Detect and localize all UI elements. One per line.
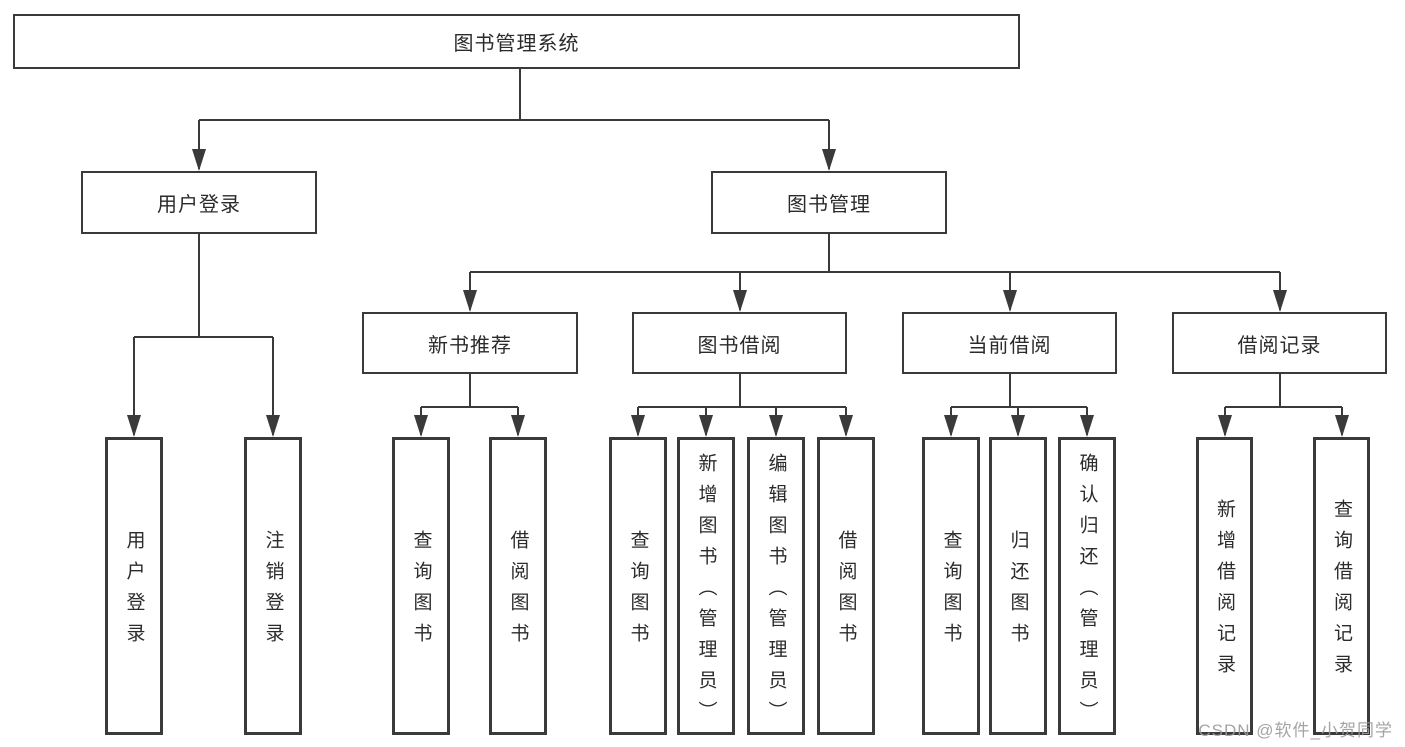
node-library-management-system: 图书管理系统 — [13, 14, 1020, 69]
leaf-add-book-admin: 新增图书（管理员） — [677, 437, 735, 735]
node-book-borrow: 图书借阅 — [632, 312, 847, 374]
leaf-logout: 注销登录 — [244, 437, 302, 735]
leaf-confirm-return-admin: 确认归还（管理员） — [1058, 437, 1116, 735]
node-user-login: 用户登录 — [81, 171, 317, 234]
leaf-query-book-borrow: 查询图书 — [609, 437, 667, 735]
node-book-management: 图书管理 — [711, 171, 947, 234]
leaf-user-login: 用户登录 — [105, 437, 163, 735]
node-new-book-recommend: 新书推荐 — [362, 312, 578, 374]
leaf-edit-book-admin: 编辑图书（管理员） — [747, 437, 805, 735]
node-current-borrow: 当前借阅 — [902, 312, 1117, 374]
leaf-query-book-current: 查询图书 — [922, 437, 980, 735]
leaf-return-book: 归还图书 — [989, 437, 1047, 735]
leaf-query-borrow-record: 查询借阅记录 — [1313, 437, 1370, 735]
watermark: CSDN @软件_小贺同学 — [1198, 721, 1393, 740]
leaf-borrow-book-recommend: 借阅图书 — [489, 437, 547, 735]
node-borrow-records: 借阅记录 — [1172, 312, 1387, 374]
leaf-borrow-book: 借阅图书 — [817, 437, 875, 735]
leaf-query-book-recommend: 查询图书 — [392, 437, 450, 735]
leaf-add-borrow-record: 新增借阅记录 — [1196, 437, 1253, 735]
